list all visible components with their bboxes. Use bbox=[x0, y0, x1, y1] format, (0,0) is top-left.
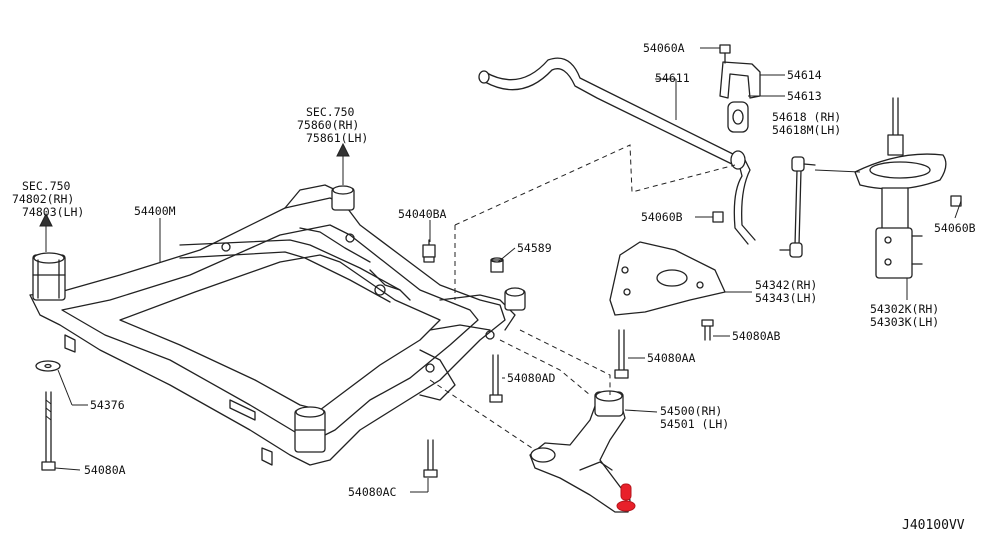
label-54060b-left: 54060B bbox=[641, 210, 683, 224]
part-labels: SEC.750 74802(RH) 74803(LH) 54400M SEC.7… bbox=[12, 41, 976, 499]
label-54343: 54343(LH) bbox=[755, 291, 817, 305]
label-54376: 54376 bbox=[90, 398, 125, 412]
label-54342: 54342(RH) bbox=[755, 278, 817, 292]
label-54060b-right: 54060B bbox=[934, 221, 976, 235]
label-75860: 75860(RH) bbox=[297, 118, 359, 132]
bolt-54080aa bbox=[614, 329, 629, 379]
label-74802: 74802(RH) bbox=[12, 192, 74, 206]
diagram-code: J40100VV bbox=[902, 518, 965, 533]
bolt-54080ac bbox=[423, 439, 438, 478]
clamp-54614 bbox=[719, 61, 761, 99]
bracket-54342 bbox=[609, 241, 726, 316]
label-sec-750-center: SEC.750 bbox=[306, 105, 355, 119]
label-54500: 54500(RH) bbox=[660, 404, 722, 418]
arrow-up-left bbox=[39, 212, 53, 252]
label-54618m: 54618M(LH) bbox=[772, 123, 841, 137]
bolt-54060a bbox=[719, 44, 731, 64]
bolt-54080a bbox=[41, 391, 56, 471]
bolt-54080ad bbox=[489, 354, 503, 403]
label-54501: 54501 (LH) bbox=[660, 417, 729, 431]
label-54080ad: 54080AD bbox=[507, 371, 556, 385]
front-right-bushing bbox=[504, 287, 526, 311]
label-75861: 75861(LH) bbox=[306, 131, 368, 145]
stabilizer-link-54618 bbox=[779, 156, 816, 258]
leader-lines bbox=[54, 47, 962, 493]
label-54080ab: 54080AB bbox=[732, 329, 781, 343]
label-54080aa: 54080AA bbox=[647, 351, 696, 365]
label-54614: 54614 bbox=[787, 68, 822, 82]
ball-joint-accent bbox=[616, 483, 636, 512]
label-74803: 74803(LH) bbox=[22, 205, 84, 219]
label-54303k: 54303K(LH) bbox=[870, 315, 939, 329]
lower-control-arm-54500 bbox=[529, 390, 631, 513]
label-54302k: 54302K(RH) bbox=[870, 302, 939, 316]
label-54060a: 54060A bbox=[643, 41, 685, 55]
nut-54040ba bbox=[422, 239, 436, 263]
strut-assembly-54302k bbox=[854, 97, 947, 279]
rear-left-bushing bbox=[294, 406, 326, 453]
label-54611: 54611 bbox=[655, 71, 690, 85]
label-54080a: 54080A bbox=[84, 463, 126, 477]
front-left-bushing bbox=[32, 252, 66, 301]
label-54618: 54618 (RH) bbox=[772, 110, 841, 124]
stabilizer-bar-54611 bbox=[478, 57, 756, 245]
dashed-guide-lines bbox=[429, 144, 736, 451]
rear-top-bushing bbox=[331, 185, 355, 211]
bolt-54080ab bbox=[701, 319, 714, 341]
nut-54589 bbox=[490, 257, 504, 273]
label-54589: 54589 bbox=[517, 241, 552, 255]
suspension-member-drawing bbox=[29, 184, 526, 466]
label-54400m: 54400M bbox=[134, 204, 176, 218]
label-sec-750-left: SEC.750 bbox=[22, 179, 71, 193]
label-54040ba: 54040BA bbox=[398, 207, 447, 221]
nut-54060b-left bbox=[712, 211, 724, 223]
arrow-up-center bbox=[336, 142, 350, 185]
label-54613: 54613 bbox=[787, 89, 822, 103]
label-54080ac: 54080AC bbox=[348, 485, 397, 499]
bushing-54613 bbox=[727, 101, 749, 133]
washer-54376 bbox=[35, 360, 61, 372]
